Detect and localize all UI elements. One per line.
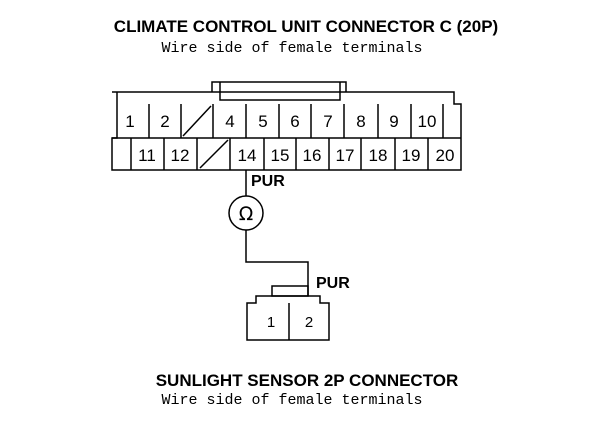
pin-5-label: 5 — [258, 112, 267, 131]
wire-label-lower: PUR — [316, 275, 350, 292]
pin-17-label: 17 — [336, 146, 355, 165]
pin-19-label: 19 — [402, 146, 421, 165]
empty-slot-13 — [199, 139, 229, 169]
pin-2-label: 2 — [160, 112, 169, 131]
ohmmeter-symbol: Ω — [228, 195, 264, 231]
ohmmeter-circle — [228, 195, 264, 231]
connector-c-title: CLIMATE CONTROL UNIT CONNECTOR C (20P) — [114, 17, 498, 36]
connector-c-lock-tab — [211, 81, 347, 101]
pin-11-label: 11 — [138, 146, 156, 165]
pin-15-label: 15 — [271, 146, 290, 165]
sensor-title: SUNLIGHT SENSOR 2P CONNECTOR — [156, 371, 459, 390]
connector-c: 1 2 4 5 6 7 8 9 10 11 12 14 15 16 17 18 … — [111, 81, 462, 171]
sensor-connector-body — [246, 295, 330, 341]
pin-9-label: 9 — [389, 112, 398, 131]
sensor-pin-2-label: 2 — [305, 314, 313, 331]
pin-18-label: 18 — [369, 146, 388, 165]
pin-8-label: 8 — [356, 112, 365, 131]
sunlight-sensor-connector: 1 2 — [246, 285, 330, 341]
wire-segment-lower — [245, 230, 309, 296]
purple-wire — [245, 170, 309, 296]
pin-1-label: 1 — [125, 112, 134, 131]
pin-20-label: 20 — [436, 146, 455, 165]
pin-14-label: 14 — [238, 146, 257, 165]
ohm-icon: Ω — [239, 203, 254, 225]
sensor-pin-1-label: 1 — [267, 314, 275, 331]
pin-16-label: 16 — [303, 146, 322, 165]
pin-10-label: 10 — [418, 112, 437, 131]
pin-4-label: 4 — [225, 112, 234, 131]
sensor-subtitle: Wire side of female terminals — [161, 392, 422, 409]
empty-slot-3 — [182, 105, 212, 137]
pin-12-label: 12 — [171, 146, 190, 165]
connector-c-subtitle: Wire side of female terminals — [161, 40, 422, 57]
pin-7-label: 7 — [323, 112, 332, 131]
wire-label-upper: PUR — [251, 173, 285, 190]
sensor-lock-tab — [271, 285, 309, 297]
pin-6-label: 6 — [290, 112, 299, 131]
